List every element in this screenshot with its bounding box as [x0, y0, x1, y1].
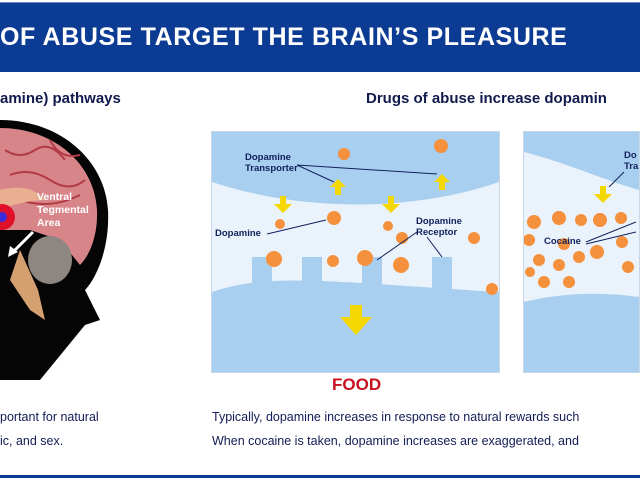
- arrow-icon: [10, 230, 35, 255]
- synapse-diagram-cocaine: [524, 132, 639, 372]
- cocaine-label: Cocaine: [544, 236, 581, 247]
- right-subtitle: Drugs of abuse increase dopamin: [366, 90, 607, 107]
- arrow-icons: [274, 174, 450, 335]
- brain-illustration: [0, 120, 109, 380]
- right-body-line-1: Typically, dopamine increases in respons…: [212, 410, 580, 424]
- title-banner: OF ABUSE TARGET THE BRAIN’S PLEASURE: [0, 2, 640, 72]
- right-body-line-2: When cocaine is taken, dopamine increase…: [212, 434, 579, 448]
- left-subtitle: amine) pathways: [0, 90, 121, 107]
- dopamine-label: Dopamine: [215, 228, 261, 239]
- bottom-rule: [0, 475, 640, 478]
- left-body-line-1: portant for natural: [0, 410, 99, 424]
- left-body-line-2: ic, and sex.: [0, 434, 64, 448]
- synapse-diagram: [212, 132, 499, 372]
- page-title: OF ABUSE TARGET THE BRAIN’S PLEASURE: [0, 23, 568, 51]
- dopamine-molecules: [266, 139, 498, 295]
- food-caption: FOOD: [332, 375, 382, 394]
